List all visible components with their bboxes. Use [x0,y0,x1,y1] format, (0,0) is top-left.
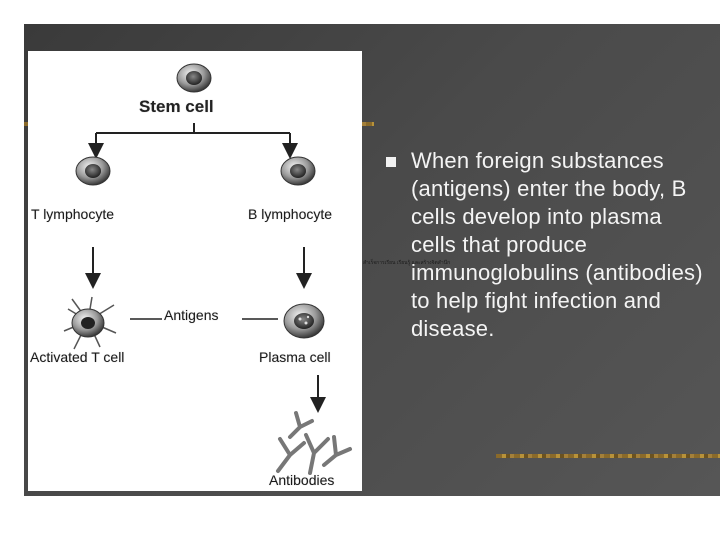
t-lymphocyte-label: T lymphocyte [31,206,114,222]
stem-cell-label: Stem cell [139,97,214,116]
immune-cell-diagram: Stem cell T lymphocyte B lymphocyte Anti… [28,51,362,491]
plasma-cell-label: Plasma cell [259,349,331,365]
diagram-graphics [63,63,352,475]
antibodies-label: Antibodies [269,472,335,488]
t-lymphocyte-icon [75,156,111,186]
slide: Stem cell T lymphocyte B lymphocyte Anti… [24,24,720,496]
bullet-text: When foreign substances (antigens) enter… [411,148,703,341]
b-lymphocyte-label: B lymphocyte [248,206,333,222]
branch-connector [96,123,290,134]
b-lymphocyte-icon [280,156,316,186]
activated-t-cell-icon [63,296,117,350]
activated-t-cell-label: Activated T cell [30,349,125,365]
plasma-cell-icon [283,303,325,339]
decorative-stripe-bottom [496,454,720,458]
antibodies-icon [276,411,352,475]
stem-cell-icon [176,63,212,93]
antigens-label: Antigens [164,307,219,323]
tiny-caption: สำเร็จการเรียน เรียนรู้ และสร้างจิตสำนึก [363,260,451,266]
square-bullet-icon [386,157,396,167]
